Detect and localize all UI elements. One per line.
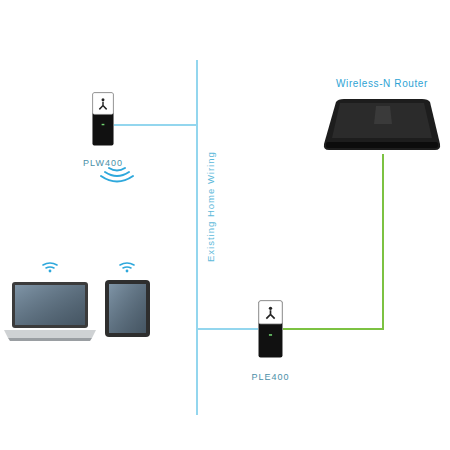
laptop-icon [4, 263, 96, 341]
device-label: PLE400 [251, 372, 289, 382]
cable-connector [283, 154, 383, 329]
cable-connector [114, 125, 258, 329]
powerline-adapter [92, 92, 114, 146]
wifi-waves [101, 168, 133, 182]
powerline-adapter [258, 300, 283, 358]
device-label: PLW400 [83, 158, 123, 168]
adapter-node: PLE400 [258, 300, 283, 358]
device-label: Wireless-N Router [322, 78, 442, 89]
router-node: Wireless-N Router [322, 78, 442, 154]
adapter-node: PLW400 [92, 92, 114, 146]
router-icon [322, 98, 442, 154]
tablet-icon [105, 263, 150, 337]
wiring-label: Existing Home Wiring [205, 151, 216, 262]
